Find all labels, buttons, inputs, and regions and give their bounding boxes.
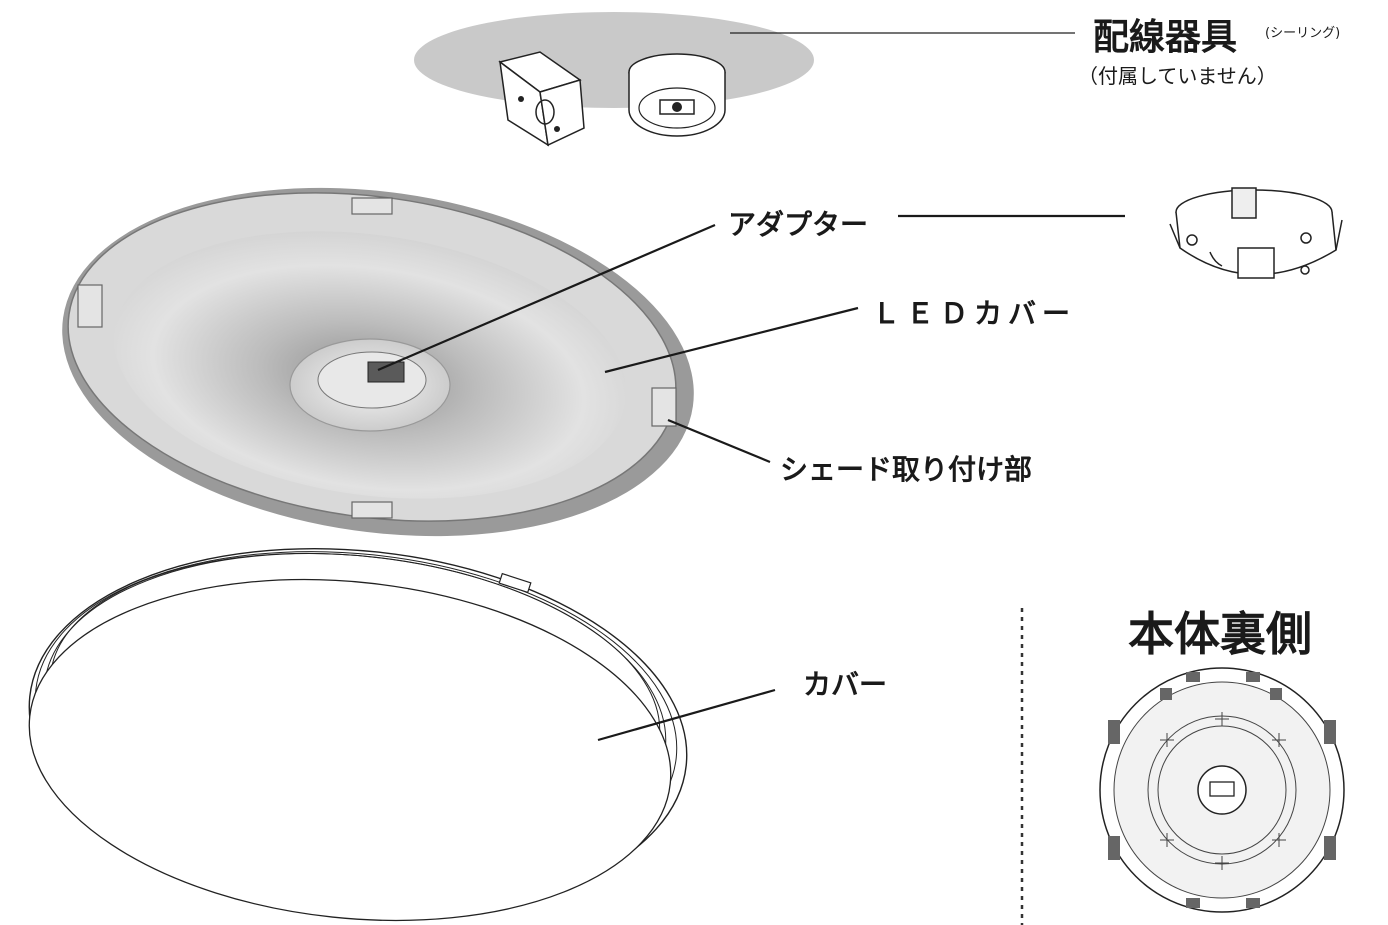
adapter-part-icon [1169, 187, 1343, 279]
wiring-fixture-label: 配線器具 [1093, 17, 1238, 58]
wiring-fixture-note: （付属していません） [1078, 64, 1277, 88]
led-cover-label: ＬＥＤカバー [872, 297, 1077, 330]
light-body-illustration [62, 187, 694, 537]
wiring-fixture-illustration [414, 12, 1075, 147]
wiring-fixture-sub-label: (シーリング) [1265, 26, 1341, 41]
leader-lines [377, 214, 1125, 742]
ceiling-socket-icon [628, 53, 726, 137]
body-back-illustration [1099, 667, 1345, 913]
body-back-title: 本体裏側 [1128, 607, 1312, 661]
cover-illustration [28, 547, 688, 922]
cover-label: カバー [803, 668, 888, 701]
adapter-label: アダプター [728, 208, 869, 241]
ceiling-box-icon [498, 51, 585, 147]
shade-mount-label: シェード取り付け部 [780, 453, 1033, 486]
